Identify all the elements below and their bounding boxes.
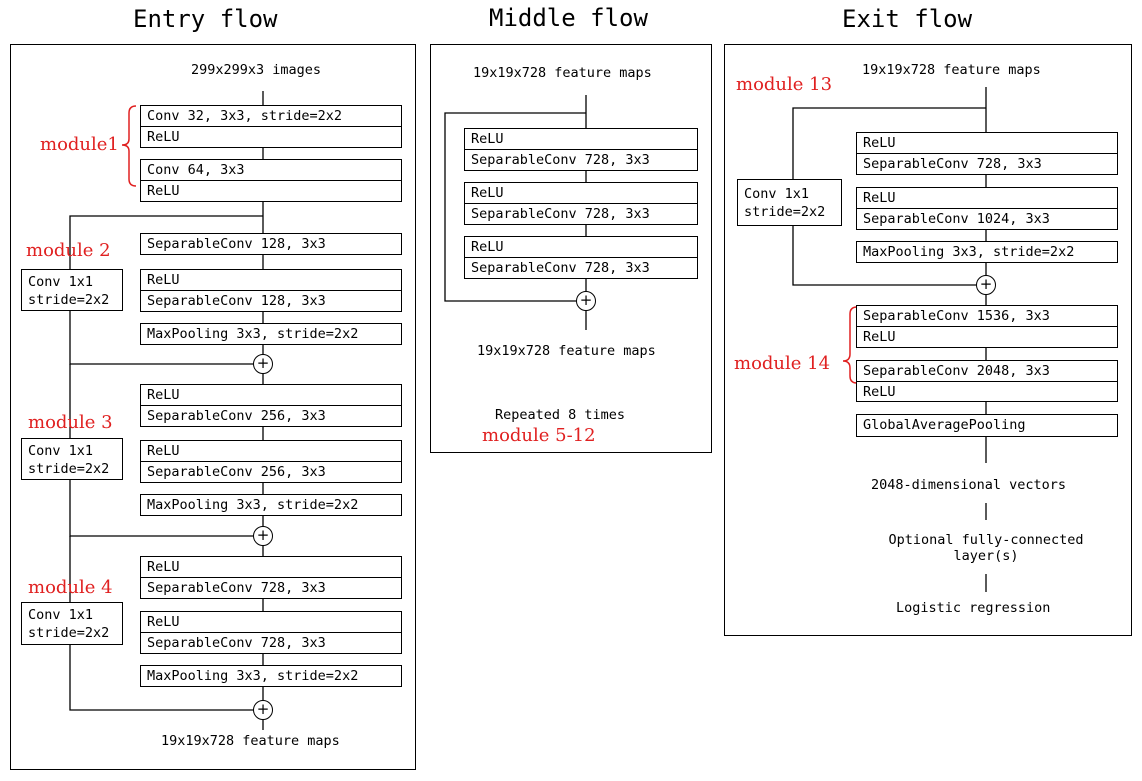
module2-sepconv128-block: SeparableConv 128, 3x3: [140, 233, 402, 255]
sepconv-layer: SeparableConv 728, 3x3: [141, 632, 401, 652]
module13-relu-sepconv728-block: ReLU SeparableConv 728, 3x3: [856, 132, 1118, 175]
add-node: +: [253, 354, 273, 374]
module2-relu-sepconv128-block: ReLU SeparableConv 128, 3x3: [140, 269, 402, 312]
sepconv-layer: SeparableConv 728, 3x3: [465, 149, 697, 169]
fc-label: Optional fully-connected layer(s): [866, 532, 1106, 564]
module1-conv32-block: Conv 32, 3x3, stride=2x2 ReLU: [140, 105, 402, 148]
relu-layer: ReLU: [471, 239, 504, 255]
sepconv-layer: SeparableConv 2048, 3x3: [863, 363, 1050, 379]
module4-relu-sepconv728-block-1: ReLU SeparableConv 728, 3x3: [140, 556, 402, 599]
add-node: +: [976, 275, 996, 295]
entry-output-label: 19x19x728 feature maps: [161, 733, 340, 749]
relu-layer: ReLU: [471, 131, 504, 147]
stride-line: stride=2x2: [28, 461, 110, 477]
exit-flow-title: Exit flow: [842, 5, 973, 33]
module2-maxpool-block: MaxPooling 3x3, stride=2x2: [140, 323, 402, 345]
middle-flow-panel: [430, 44, 712, 453]
stride-line: stride=2x2: [28, 292, 110, 308]
entry-flow-title: Entry flow: [133, 5, 278, 33]
relu-layer: ReLU: [147, 387, 180, 403]
maxpool-layer: MaxPooling 3x3, stride=2x2: [147, 326, 359, 342]
relu-layer: ReLU: [857, 381, 1117, 401]
conv64-layer: Conv 64, 3x3: [147, 162, 245, 178]
module4-conv1x1-block: Conv 1x1 stride=2x2: [21, 602, 123, 645]
sepconv-layer: SeparableConv 728, 3x3: [465, 257, 697, 277]
module3-relu-sepconv256-block-1: ReLU SeparableConv 256, 3x3: [140, 384, 402, 427]
module13-conv1x1-block: Conv 1x1 stride=2x2: [737, 179, 842, 226]
middle-output-label: 19x19x728 feature maps: [477, 343, 656, 359]
module3-relu-sepconv256-block-2: ReLU SeparableConv 256, 3x3: [140, 440, 402, 483]
module4-label: module 4: [28, 577, 113, 598]
sepconv-layer: SeparableConv 728, 3x3: [857, 153, 1117, 173]
conv32-layer: Conv 32, 3x3, stride=2x2: [147, 108, 343, 124]
fc-line-1: Optional fully-connected: [888, 532, 1084, 548]
sepconv-layer: SeparableConv 1024, 3x3: [857, 208, 1117, 228]
middle-input-label: 19x19x728 feature maps: [473, 65, 652, 81]
module3-label: module 3: [28, 412, 113, 433]
global-avg-pool-layer: GlobalAveragePooling: [863, 417, 1026, 433]
relu-layer: ReLU: [141, 180, 401, 200]
fc-line-2: layer(s): [953, 548, 1019, 564]
sepconv-layer: SeparableConv 128, 3x3: [141, 290, 401, 310]
module14-sepconv2048-relu-block: SeparableConv 2048, 3x3 ReLU: [856, 360, 1118, 402]
module1-label: module1: [40, 134, 119, 155]
middle-relu-sepconv728-block-3: ReLU SeparableConv 728, 3x3: [464, 236, 698, 279]
middle-relu-sepconv728-block-2: ReLU SeparableConv 728, 3x3: [464, 182, 698, 225]
exit-flow-panel: [724, 44, 1132, 636]
stride-line: stride=2x2: [744, 204, 826, 220]
entry-input-label: 299x299x3 images: [191, 62, 322, 78]
conv1x1-line: Conv 1x1: [28, 443, 94, 459]
relu-layer: ReLU: [471, 185, 504, 201]
sepconv-layer: SeparableConv 728, 3x3: [465, 203, 697, 223]
middle-module-label: module 5-12: [482, 425, 596, 446]
sepconv-layer: SeparableConv 256, 3x3: [141, 405, 401, 425]
maxpool-layer: MaxPooling 3x3, stride=2x2: [147, 668, 359, 684]
module14-global-avg-pool-block: GlobalAveragePooling: [856, 414, 1118, 437]
module13-relu-sepconv1024-block: ReLU SeparableConv 1024, 3x3: [856, 187, 1118, 230]
vectors-label: 2048-dimensional vectors: [871, 477, 1067, 493]
entry-flow-panel: [10, 44, 416, 770]
relu-layer: ReLU: [863, 135, 896, 151]
maxpool-layer: MaxPooling 3x3, stride=2x2: [863, 244, 1075, 260]
relu-layer: ReLU: [147, 443, 180, 459]
relu-layer: ReLU: [141, 126, 401, 146]
module3-conv1x1-block: Conv 1x1 stride=2x2: [21, 438, 123, 480]
add-node: +: [253, 526, 273, 546]
logistic-regression-label: Logistic regression: [896, 600, 1051, 616]
module4-maxpool-block: MaxPooling 3x3, stride=2x2: [140, 665, 402, 687]
module14-label: module 14: [734, 353, 831, 374]
conv1x1-line: Conv 1x1: [28, 607, 94, 623]
module1-conv64-block: Conv 64, 3x3 ReLU: [140, 159, 402, 202]
add-node: +: [253, 700, 273, 720]
module3-maxpool-block: MaxPooling 3x3, stride=2x2: [140, 494, 402, 516]
module13-maxpool-block: MaxPooling 3x3, stride=2x2: [856, 241, 1118, 263]
sepconv-layer: SeparableConv 256, 3x3: [141, 461, 401, 481]
relu-layer: ReLU: [857, 326, 1117, 346]
relu-layer: ReLU: [147, 272, 180, 288]
repeat-label: Repeated 8 times: [495, 407, 626, 423]
module2-label: module 2: [26, 240, 111, 261]
maxpool-layer: MaxPooling 3x3, stride=2x2: [147, 497, 359, 513]
relu-layer: ReLU: [147, 559, 180, 575]
stride-line: stride=2x2: [28, 625, 110, 641]
exit-input-label: 19x19x728 feature maps: [862, 62, 1041, 78]
sepconv-layer: SeparableConv 1536, 3x3: [863, 308, 1050, 324]
module4-relu-sepconv728-block-2: ReLU SeparableConv 728, 3x3: [140, 611, 402, 654]
sepconv-layer: SeparableConv 728, 3x3: [141, 577, 401, 597]
middle-relu-sepconv728-block-1: ReLU SeparableConv 728, 3x3: [464, 128, 698, 171]
sepconv-layer: SeparableConv 128, 3x3: [147, 236, 326, 252]
relu-layer: ReLU: [147, 614, 180, 630]
conv1x1-line: Conv 1x1: [28, 274, 94, 290]
relu-layer: ReLU: [863, 190, 896, 206]
module2-conv1x1-block: Conv 1x1 stride=2x2: [21, 269, 123, 311]
module13-label: module 13: [736, 74, 833, 95]
conv1x1-line: Conv 1x1: [744, 186, 810, 202]
module14-sepconv1536-relu-block: SeparableConv 1536, 3x3 ReLU: [856, 305, 1118, 348]
add-node: +: [576, 291, 596, 311]
middle-flow-title: Middle flow: [489, 4, 648, 32]
